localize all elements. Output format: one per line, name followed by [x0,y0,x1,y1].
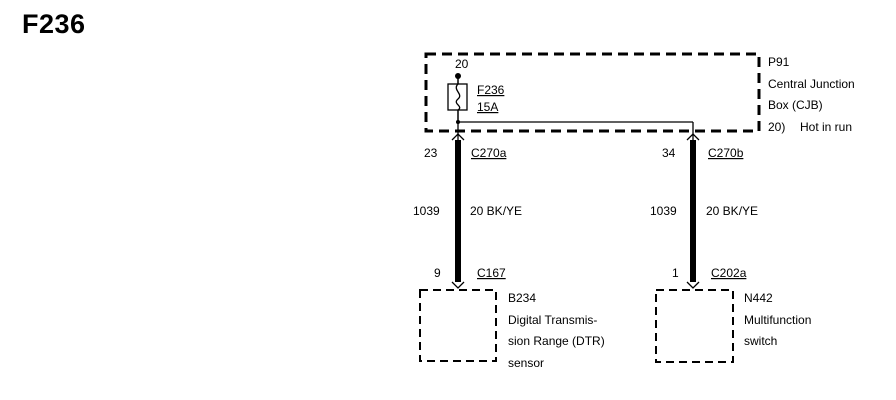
connector-c270a-icon [451,133,465,141]
fuse-id: F236 [477,83,505,97]
right-component-line1: Multifunction [744,313,811,327]
left-wire-color: 20 BK/YE [470,204,522,218]
multifunction-switch-box [655,289,734,363]
left-component-id: B234 [508,291,536,305]
connector-c270b-icon [686,133,700,141]
right-bottom-pin: 1 [672,266,679,280]
cjb-pin-label: 20 [455,57,469,71]
right-top-connector: C270b [708,146,744,160]
left-bottom-connector: C167 [477,266,506,280]
right-wire-color: 20 BK/YE [706,204,758,218]
cjb-feed-desc: Hot in run [800,120,852,134]
left-component-line3: sensor [508,356,544,370]
right-top-pin: 34 [662,146,676,160]
fuse-rating: 15A [477,100,498,114]
left-circuit-number: 1039 [413,204,440,218]
dtr-sensor-box [419,289,497,362]
cjb-feed-pin: 20) [768,120,785,134]
right-component-line2: switch [744,334,777,348]
right-bottom-connector: C202a [711,266,747,280]
connector-c167-icon [451,281,465,289]
cjb-enclosure [424,52,761,133]
left-component-line2: sion Range (DTR) [508,334,605,348]
left-top-connector: C270a [471,146,507,160]
page-title: F236 [22,9,86,39]
left-top-pin: 23 [424,146,438,160]
cjb-name-line2: Box (CJB) [768,98,823,112]
right-circuit-number: 1039 [650,204,677,218]
connector-c202a-icon [686,281,700,289]
cjb-id: P91 [768,55,790,69]
cjb-name-line1: Central Junction [768,77,855,91]
fuse-element-icon [455,83,461,111]
left-component-line1: Digital Transmis- [508,313,597,327]
right-component-id: N442 [744,291,773,305]
left-bottom-pin: 9 [434,266,441,280]
fuse-body [447,83,468,111]
